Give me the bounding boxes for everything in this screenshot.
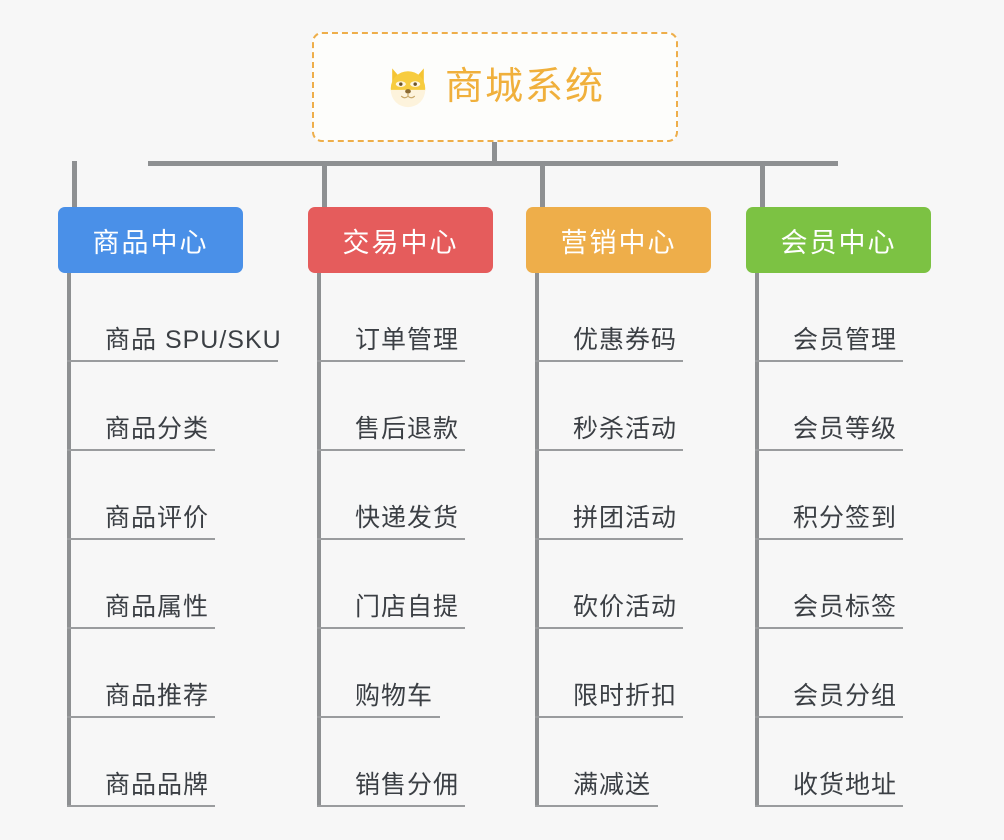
leaf-item-underline — [317, 627, 465, 629]
leaf-item-underline — [535, 716, 683, 718]
tree-spine-2 — [317, 273, 321, 807]
column-2: 交易中心订单管理售后退款快递发货门店自提购物车销售分佣 — [308, 207, 493, 807]
leaf-item[interactable]: 会员标签 — [755, 540, 931, 629]
leaf-item[interactable]: 商品属性 — [67, 540, 243, 629]
column-3: 营销中心优惠券码秒杀活动拼团活动砍价活动限时折扣满减送 — [526, 207, 711, 807]
leaf-item-underline — [535, 360, 683, 362]
leaf-item[interactable]: 商品 SPU/SKU — [67, 273, 281, 362]
leaf-item-label: 会员分组 — [793, 682, 898, 710]
leaf-item-label: 门店自提 — [355, 593, 460, 621]
column-1: 商品中心商品 SPU/SKU 商品分类商品评价商品属性商品推荐商品品牌 — [58, 207, 281, 807]
leaf-item-underline — [317, 716, 440, 718]
leaf-item[interactable]: 会员等级 — [755, 362, 931, 451]
connector-drop-2 — [322, 161, 327, 207]
leaf-item[interactable]: 会员分组 — [755, 629, 931, 718]
leaf-item-underline — [755, 360, 903, 362]
category-box-3[interactable]: 营销中心 — [526, 207, 711, 273]
leaf-item-underline — [535, 627, 683, 629]
category-box-1[interactable]: 商品中心 — [58, 207, 243, 273]
leaf-item-label: 商品推荐 — [105, 682, 210, 710]
leaf-item-label: 会员管理 — [793, 326, 898, 354]
dog-face-icon — [390, 68, 426, 108]
leaf-item[interactable]: 积分签到 — [755, 451, 931, 540]
leaf-item-underline — [67, 538, 215, 540]
leaf-item-underline — [755, 538, 903, 540]
leaf-item-underline — [535, 449, 683, 451]
leaf-item[interactable]: 售后退款 — [317, 362, 493, 451]
leaf-item-underline — [317, 538, 465, 540]
category-box-4[interactable]: 会员中心 — [746, 207, 931, 273]
leaf-item[interactable]: 商品推荐 — [67, 629, 243, 718]
leaf-item-underline — [535, 538, 683, 540]
leaf-item[interactable]: 门店自提 — [317, 540, 493, 629]
leaf-item[interactable]: 购物车 — [317, 629, 493, 718]
tree-spine-4 — [755, 273, 759, 807]
leaf-item-underline — [67, 805, 215, 807]
tree-spine-1 — [67, 273, 71, 807]
leaf-item-label: 售后退款 — [355, 415, 460, 443]
leaf-item-underline — [535, 805, 658, 807]
leaf-item[interactable]: 商品评价 — [67, 451, 243, 540]
leaf-item-underline — [317, 360, 465, 362]
leaf-tree-3: 优惠券码秒杀活动拼团活动砍价活动限时折扣满减送 — [535, 273, 711, 807]
leaf-item-label: 拼团活动 — [573, 504, 678, 532]
leaf-item[interactable]: 砍价活动 — [535, 540, 711, 629]
leaf-item[interactable]: 商品分类 — [67, 362, 243, 451]
leaf-item-label: 销售分佣 — [355, 771, 460, 799]
root-node[interactable]: 商城系统 — [312, 32, 678, 142]
leaf-item-underline — [755, 449, 903, 451]
leaf-item-label: 商品品牌 — [105, 771, 210, 799]
leaf-item[interactable]: 优惠券码 — [535, 273, 711, 362]
connector-root-stem — [492, 142, 497, 164]
leaf-item-underline — [67, 360, 278, 362]
leaf-item-label: 商品分类 — [105, 415, 210, 443]
leaf-item-underline — [67, 627, 215, 629]
leaf-item-label: 购物车 — [355, 682, 434, 710]
leaf-tree-1: 商品 SPU/SKU 商品分类商品评价商品属性商品推荐商品品牌 — [67, 273, 281, 807]
leaf-item[interactable]: 收货地址 — [755, 718, 931, 807]
leaf-item-underline — [755, 716, 903, 718]
leaf-item[interactable]: 销售分佣 — [317, 718, 493, 807]
connector-drop-4 — [760, 161, 765, 207]
leaf-item-label: 商品 SPU/SKU — [105, 326, 282, 354]
leaf-item[interactable]: 满减送 — [535, 718, 711, 807]
connector-horizontal-bus — [148, 161, 838, 166]
root-title: 商城系统 — [444, 66, 605, 108]
connector-drop-1 — [72, 161, 77, 207]
leaf-item-label: 商品属性 — [105, 593, 210, 621]
leaf-item-underline — [67, 716, 215, 718]
leaf-item-label: 积分签到 — [793, 504, 898, 532]
leaf-item[interactable]: 限时折扣 — [535, 629, 711, 718]
leaf-item[interactable]: 会员管理 — [755, 273, 931, 362]
leaf-item-label: 限时折扣 — [573, 682, 678, 710]
leaf-item-label: 收货地址 — [793, 771, 898, 799]
leaf-item-underline — [755, 627, 903, 629]
leaf-item-underline — [317, 449, 465, 451]
leaf-item-label: 会员标签 — [793, 593, 898, 621]
leaf-tree-2: 订单管理售后退款快递发货门店自提购物车销售分佣 — [317, 273, 493, 807]
leaf-item[interactable]: 订单管理 — [317, 273, 493, 362]
leaf-item-label: 订单管理 — [355, 326, 460, 354]
leaf-item-label: 秒杀活动 — [573, 415, 678, 443]
leaf-item-underline — [317, 805, 465, 807]
leaf-item-label: 满减送 — [573, 771, 652, 799]
leaf-item-label: 优惠券码 — [573, 326, 678, 354]
leaf-item-label: 砍价活动 — [573, 593, 678, 621]
tree-spine-3 — [535, 273, 539, 807]
leaf-item[interactable]: 秒杀活动 — [535, 362, 711, 451]
leaf-item-label: 快递发货 — [355, 504, 460, 532]
leaf-item-label: 会员等级 — [793, 415, 898, 443]
leaf-item-label: 商品评价 — [105, 504, 210, 532]
leaf-item[interactable]: 快递发货 — [317, 451, 493, 540]
connector-drop-3 — [540, 161, 545, 207]
leaf-item-underline — [67, 449, 215, 451]
column-4: 会员中心会员管理会员等级积分签到会员标签会员分组收货地址 — [746, 207, 931, 807]
leaf-item[interactable]: 商品品牌 — [67, 718, 243, 807]
category-box-2[interactable]: 交易中心 — [308, 207, 493, 273]
leaf-tree-4: 会员管理会员等级积分签到会员标签会员分组收货地址 — [755, 273, 931, 807]
leaf-item[interactable]: 拼团活动 — [535, 451, 711, 540]
leaf-item-underline — [755, 805, 903, 807]
